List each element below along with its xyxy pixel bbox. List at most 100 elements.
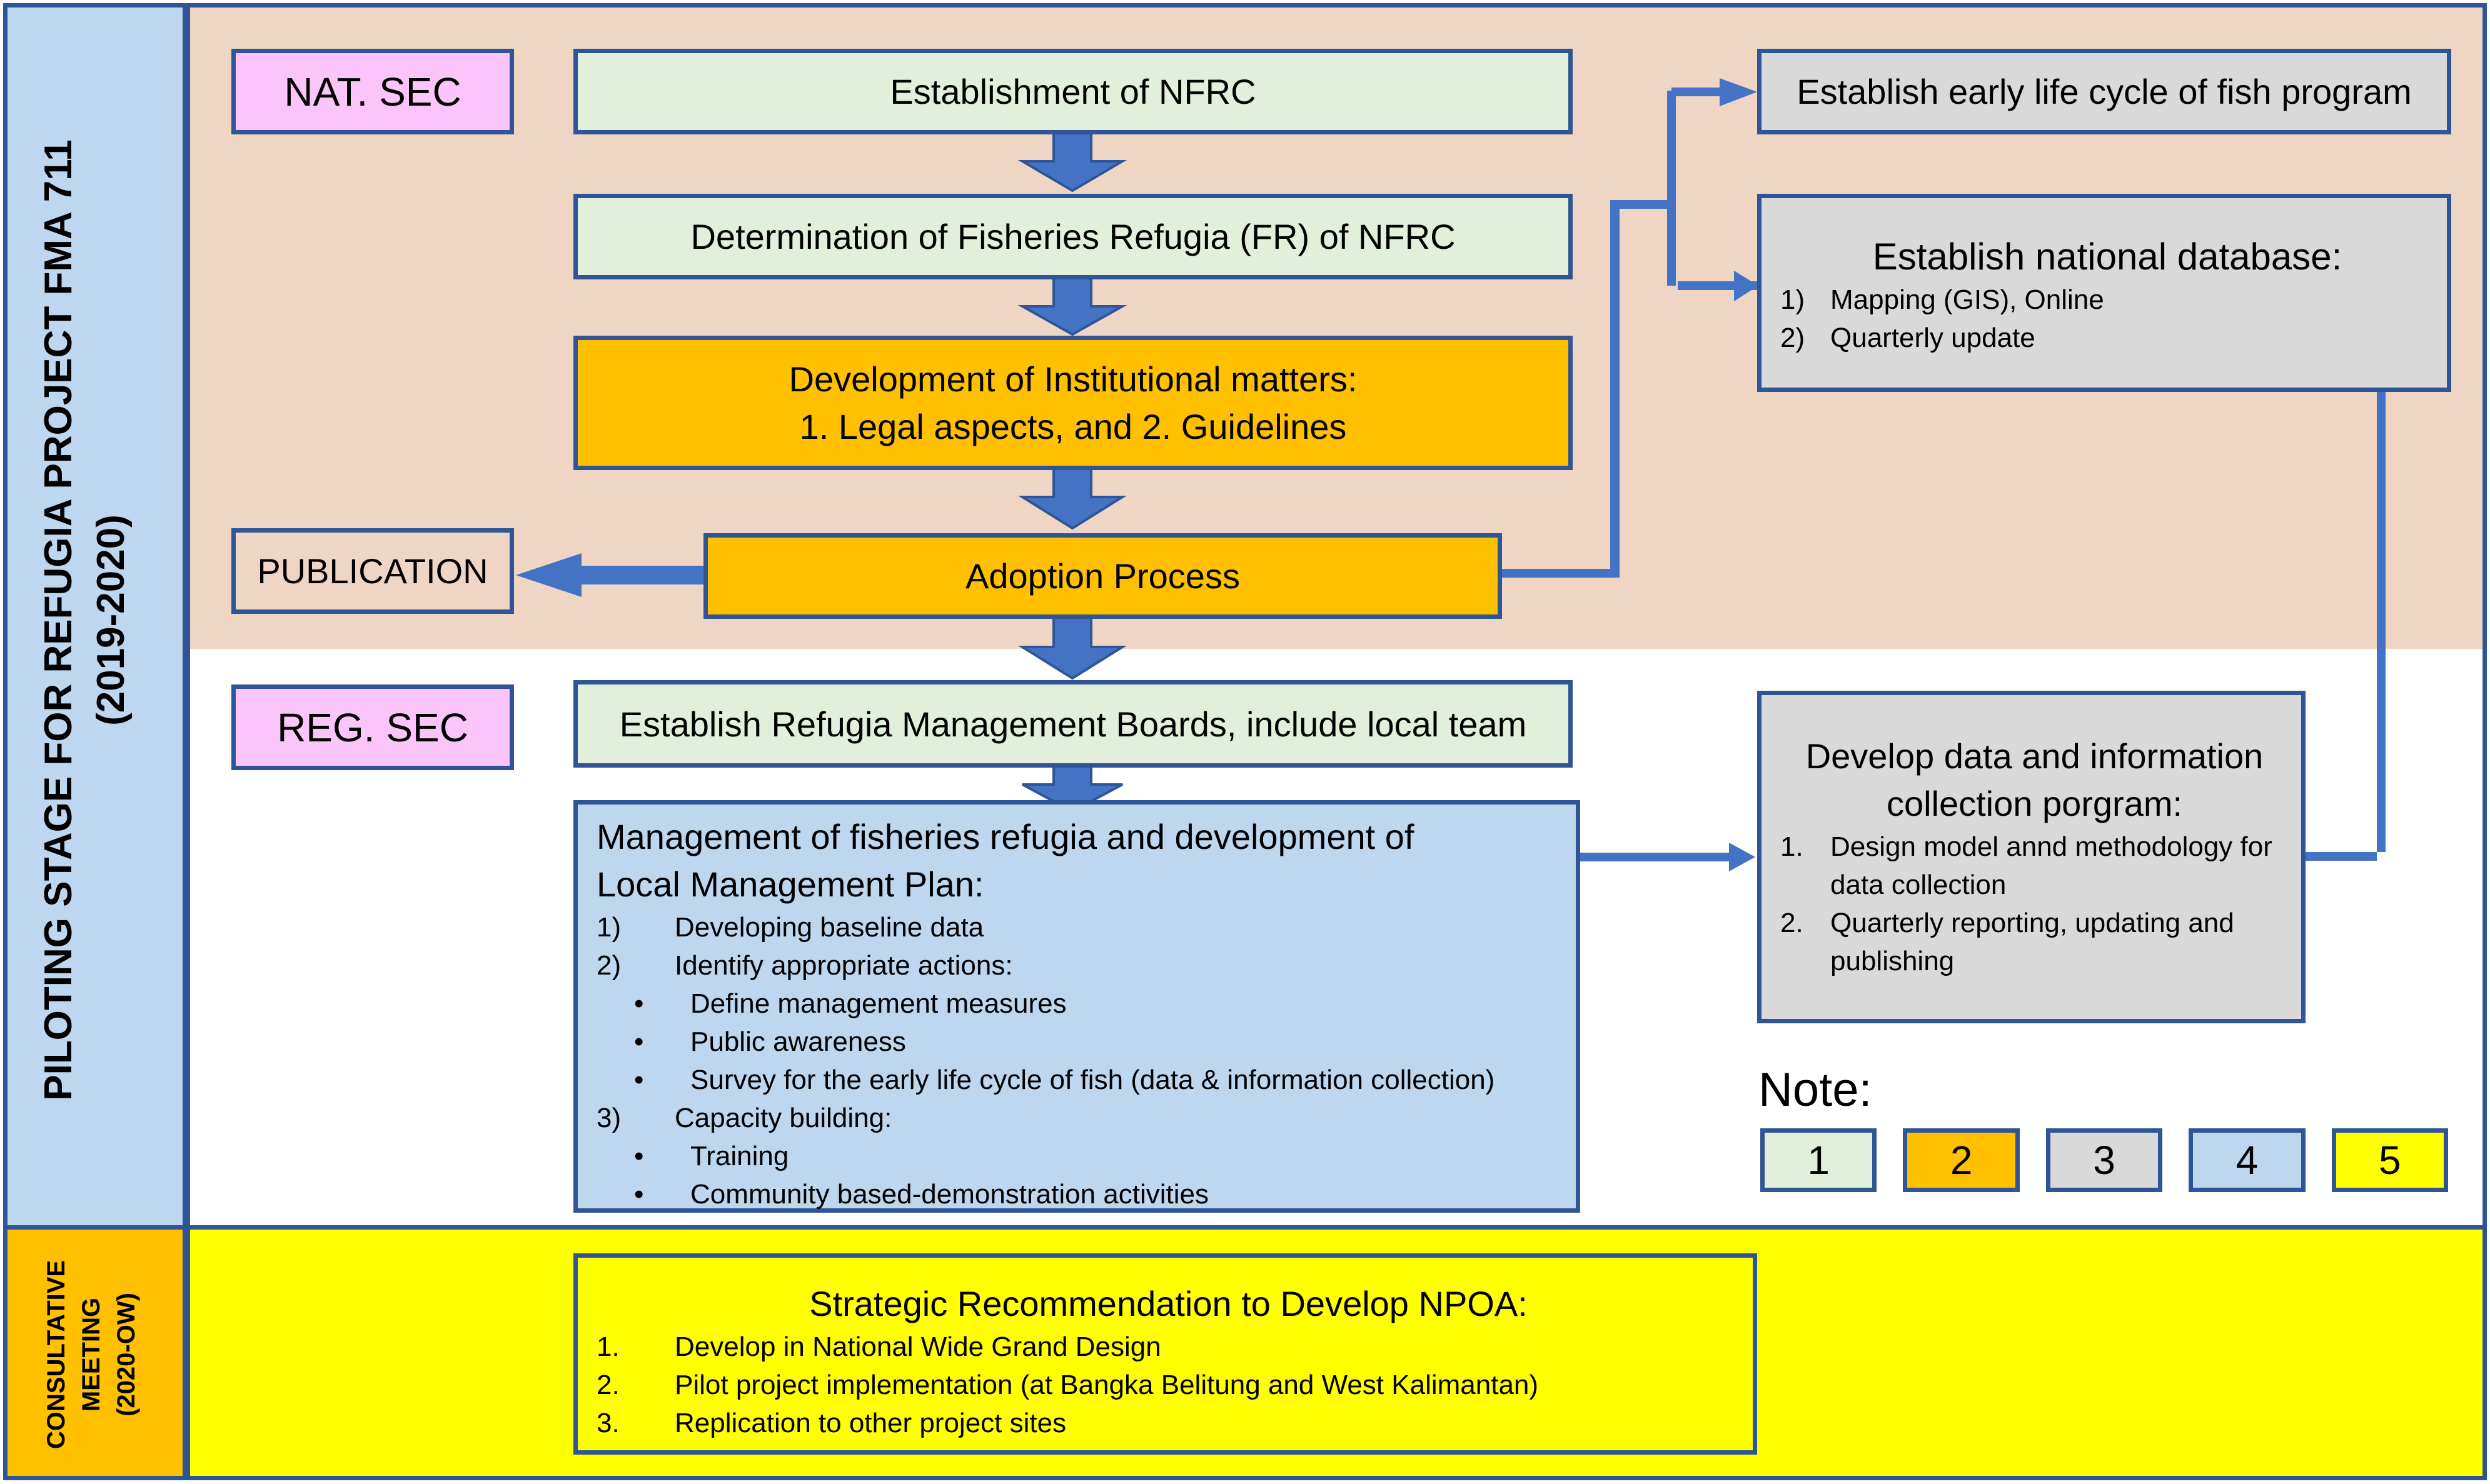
list-item: 3) Capacity building: <box>597 1099 1563 1137</box>
adoption-process-box: Adoption Process <box>703 533 1502 619</box>
text-label: 1) <box>597 912 622 943</box>
text-label: (2020-OW) <box>113 1293 140 1416</box>
text-label: 1) <box>1780 284 1805 315</box>
legend-item-5: 5 <box>2331 1128 2449 1192</box>
piloting-stage-title: PILOTING STAGE FOR REFUGIA PROJECT FMA 7… <box>33 14 158 1226</box>
piloting-stage-sidebar: PILOTING STAGE FOR REFUGIA PROJECT FMA 7… <box>3 3 187 1230</box>
text-label: Development of Institutional matters: <box>789 359 1358 399</box>
management-plan-title: Management of fisheries refugia and deve… <box>597 813 1563 908</box>
text-label: NAT. SEC <box>284 69 461 114</box>
text-label: Survey for the early life cycle of fish … <box>690 1065 1495 1095</box>
text-label: Adoption Process <box>965 556 1240 596</box>
text-label: Define management measures <box>690 988 1067 1019</box>
text-label: • <box>634 988 644 1019</box>
text-label: Replication to other project sites <box>675 1408 1067 1438</box>
note-title: Note: <box>1758 1063 1872 1116</box>
text-label: • <box>634 1026 644 1057</box>
list-item: 2) Quarterly update <box>1780 319 2434 357</box>
text-label: Community based-demonstration activities <box>690 1179 1209 1210</box>
text-label: 1. Legal aspects, and 2. Guidelines <box>799 406 1347 446</box>
national-database-box: Establish national database: 1) Mapping (… <box>1757 194 2451 392</box>
consultative-meeting-sidebar: CONSULTATIVE MEETING (2020-OW) <box>3 1225 187 1480</box>
establishment-nfrc-box: Establishment of NFRC <box>573 49 1573 134</box>
text-label: Design model annd methodology for data c… <box>1830 831 2272 900</box>
national-database-title: Establish national database: <box>1872 236 2342 278</box>
text-label: • <box>634 1179 644 1210</box>
list-item: 2) Identify appropriate actions: <box>597 946 1563 985</box>
data-program-title: Develop data and information collection … <box>1780 733 2289 828</box>
consultative-meeting-title: CONSULTATIVE MEETING (2020-OW) <box>39 1230 151 1480</box>
strategic-recommendation-box: Strategic Recommendation to Develop NPOA… <box>573 1253 1757 1455</box>
list-item: 1) Developing baseline data <box>597 908 1563 946</box>
institutional-matters-box: Development of Institutional matters: 1.… <box>573 336 1573 470</box>
text-label: 2) <box>597 950 622 981</box>
text-label: 4 <box>2235 1138 2259 1183</box>
text-label: Develop in National Wide Grand Design <box>675 1331 1161 1362</box>
text-label: collection porgram: <box>1886 784 2183 823</box>
text-label: MEETING <box>78 1297 105 1412</box>
list-item: • Training <box>597 1137 1563 1175</box>
text-label: Establish Refugia Management Boards, inc… <box>619 704 1527 744</box>
text-label: Pilot project implementation (at Bangka … <box>675 1370 1539 1400</box>
legend-item-3: 3 <box>2045 1128 2163 1192</box>
text-label: 3 <box>2093 1138 2115 1183</box>
management-plan-box: Management of fisheries refugia and deve… <box>573 800 1580 1213</box>
list-item: 2. Pilot project implementation (at Bangk… <box>597 1366 1740 1404</box>
list-item: • Define management measures <box>597 985 1563 1023</box>
text-label: Establishment of NFRC <box>890 72 1256 111</box>
text-label: Public awareness <box>690 1026 906 1057</box>
text-label: 1. <box>1780 831 1803 862</box>
text-label: Capacity building: <box>675 1103 892 1133</box>
data-program-list: 1. Design model annd methodology for data… <box>1780 828 2289 980</box>
national-section-label: NAT. SEC <box>231 49 514 134</box>
publication-box: PUBLICATION <box>231 528 514 614</box>
list-item: • Survey for the early life cycle of fish… <box>597 1061 1563 1099</box>
text-label: CONSULTATIVE <box>43 1260 70 1450</box>
text-label: Quarterly update <box>1830 323 2035 353</box>
determination-fr-box: Determination of Fisheries Refugia (FR) … <box>573 194 1573 279</box>
list-item: 1. Design model annd methodology for data… <box>1780 828 2289 904</box>
list-item: 2. Quarterly reporting, updating and publ… <box>1780 904 2289 980</box>
text-label: (2019-2020) <box>89 514 133 726</box>
text-label: Training <box>690 1141 789 1171</box>
text-label: 2. <box>1780 908 1803 938</box>
early-life-cycle-box: Establish early life cycle of fish progr… <box>1757 49 2451 134</box>
text-label: Develop data and information <box>1805 736 2264 776</box>
list-item: • Community based-demonstration activitie… <box>597 1175 1563 1213</box>
text-label: 3. <box>597 1408 620 1438</box>
management-plan-list: 1) Developing baseline data 2) Identify ap… <box>597 908 1563 1213</box>
text-label: REG. SEC <box>277 704 468 750</box>
refugia-boards-box: Establish Refugia Management Boards, inc… <box>573 680 1573 768</box>
text-label: 1 <box>1807 1138 1830 1183</box>
text-label: Determination of Fisheries Refugia (FR) … <box>690 217 1456 256</box>
legend-item-1: 1 <box>1760 1128 1877 1192</box>
text-label: PILOTING STAGE FOR REFUGIA PROJECT FMA 7… <box>37 139 80 1101</box>
strategic-recommendation-title: Strategic Recommendation to Develop NPOA… <box>809 1284 1528 1323</box>
data-program-box: Develop data and information collection … <box>1757 691 2306 1023</box>
text-label: Management of fisheries refugia and deve… <box>597 817 1414 856</box>
national-database-list: 1) Mapping (GIS), Online 2) Quarterly upda… <box>1780 281 2434 357</box>
text-label: • <box>634 1065 644 1095</box>
text-label: PUBLICATION <box>257 551 488 591</box>
legend-item-4: 4 <box>2189 1128 2306 1192</box>
regional-section-label: REG. SEC <box>231 684 514 770</box>
text-label: Quarterly reporting, updating and publis… <box>1830 908 2234 976</box>
list-item: 3. Replication to other project sites <box>597 1404 1740 1442</box>
legend-item-2: 2 <box>1903 1128 2020 1192</box>
text-label: 1. <box>597 1331 620 1362</box>
strategic-recommendation-list: 1.Develop in National Wide Grand Design … <box>597 1328 1740 1442</box>
text-label: Identify appropriate actions: <box>675 950 1013 981</box>
text-label: 2) <box>1780 323 1805 353</box>
text-label: Local Management Plan: <box>597 865 984 904</box>
list-item: 1) Mapping (GIS), Online <box>1780 281 2434 319</box>
text-label: Establish early life cycle of fish progr… <box>1797 72 2412 111</box>
text-label: 3) <box>597 1103 622 1133</box>
text-label: Developing baseline data <box>675 912 984 943</box>
text-label: 2. <box>597 1370 620 1400</box>
note-legend: 1 2 3 4 5 <box>1760 1128 2449 1192</box>
list-item: • Public awareness <box>597 1023 1563 1061</box>
text-label: • <box>634 1141 644 1171</box>
text-label: 5 <box>2379 1138 2401 1183</box>
text-label: Mapping (GIS), Online <box>1830 284 2104 315</box>
list-item: 1. Develop in National Wide Grand Design <box>597 1328 1740 1366</box>
